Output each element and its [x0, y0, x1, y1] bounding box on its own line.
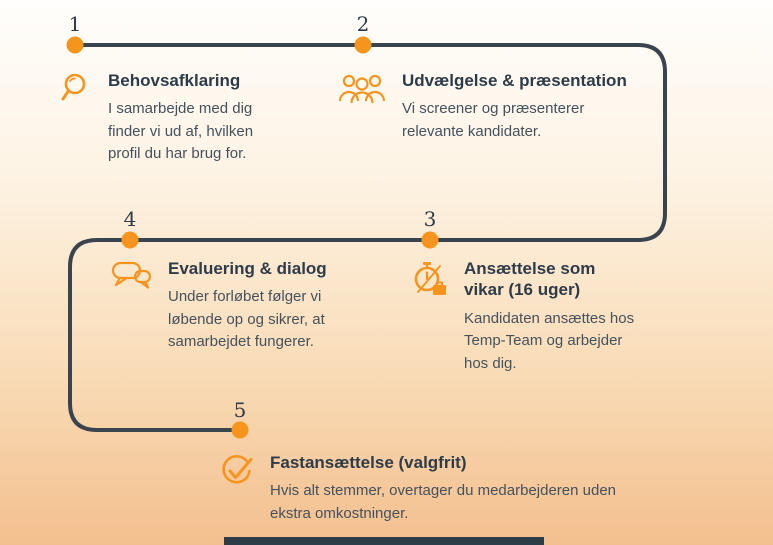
- speech-bubbles-icon: [110, 260, 152, 297]
- step-dot-3: [421, 231, 439, 249]
- step-title: Fastansættelse (valgfrit): [270, 453, 467, 472]
- people-group-icon: [338, 72, 386, 109]
- step-body: Kandidaten ansættes hos Temp-Team og arb…: [464, 309, 635, 372]
- step-behovsafklaring: Behovsafklaring I samarbejde med dig fin…: [60, 70, 288, 166]
- step-number-1: 1: [68, 12, 82, 36]
- step-number-5: 5: [233, 398, 247, 422]
- step-title: Behovsafklaring: [108, 71, 241, 90]
- step-body: Vi screener og præsenterer relevante kan…: [402, 100, 585, 140]
- step-dot-5: [231, 421, 249, 439]
- step-evaluering: Evaluering & dialog Under forløbet følge…: [110, 258, 363, 354]
- check-circle-icon: [220, 454, 254, 493]
- step-title: Udvælgelse & præsentation: [402, 71, 627, 90]
- step-dot-1: [66, 36, 84, 54]
- step-number-3: 3: [423, 207, 437, 231]
- footer-bar: [224, 537, 544, 545]
- step-fastansaettelse: Fastansættelse (valgfrit) Hvis alt stemm…: [220, 452, 640, 525]
- step-number-2: 2: [356, 12, 370, 36]
- step-body: Under forløbet følger vi løbende op og s…: [168, 288, 325, 351]
- magnifier-icon: [60, 72, 92, 111]
- step-udvaelgelse: Udvælgelse & præsentation Vi screener og…: [338, 70, 647, 143]
- step-number-4: 4: [123, 207, 137, 231]
- step-title: Ansættelse som vikar (16 uger): [464, 259, 596, 300]
- step-body: I samarbejde med dig finder vi ud af, hv…: [108, 100, 254, 163]
- step-dot-4: [121, 231, 139, 249]
- step-ansaettelse: Ansættelse som vikar (16 uger) Kandidate…: [410, 258, 644, 375]
- step-dot-2: [354, 36, 372, 54]
- stopwatch-briefcase-icon: [410, 260, 448, 303]
- step-body: Hvis alt stemmer, overtager du medarbejd…: [270, 482, 617, 522]
- step-title: Evaluering & dialog: [168, 259, 327, 278]
